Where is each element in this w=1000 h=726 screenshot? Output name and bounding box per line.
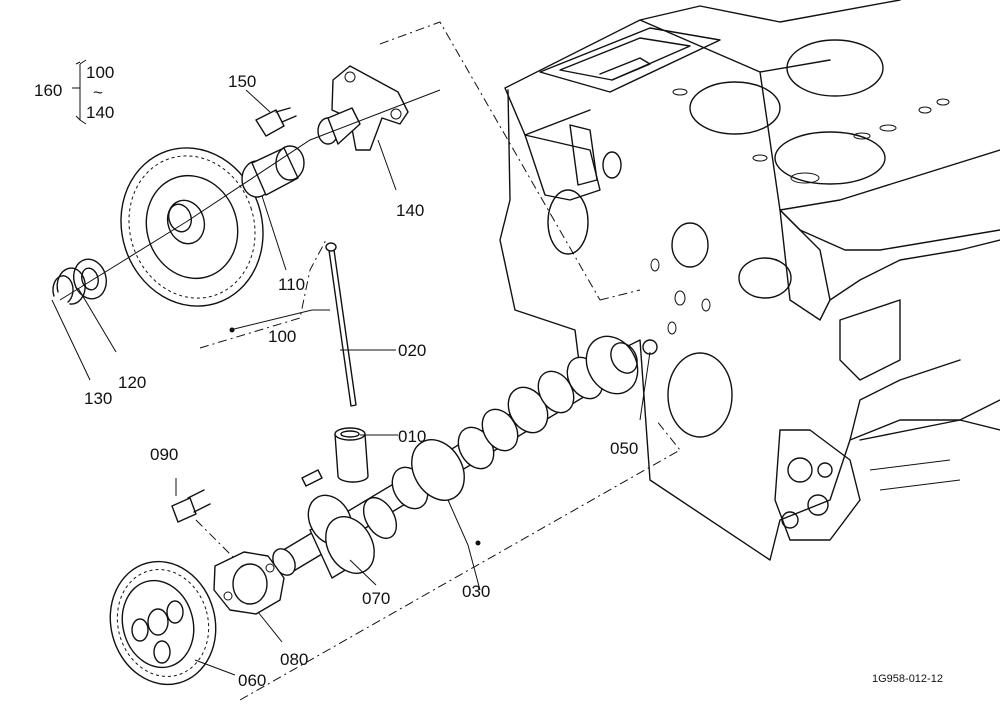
cam-gear	[109, 560, 217, 686]
label-050: 050	[610, 439, 638, 458]
label-060: 060	[238, 671, 266, 690]
steel-ball	[642, 339, 658, 355]
label-100: 100	[268, 327, 296, 346]
idler-gear	[120, 147, 264, 307]
washer-120	[73, 258, 107, 300]
push-rod	[325, 242, 357, 407]
label-130: 130	[84, 389, 112, 408]
engine-block	[499, 0, 1000, 561]
cam-gear-assembly	[109, 489, 285, 686]
camshaft	[272, 335, 639, 579]
label-140: 140	[396, 201, 424, 220]
label-assembly-160: 160	[34, 81, 62, 100]
label-030: 030	[462, 582, 490, 601]
label-range-separator: ~	[93, 83, 103, 102]
label-range-end: 140	[86, 103, 114, 122]
idler-shaft	[317, 65, 409, 151]
snap-ring-130	[52, 267, 86, 305]
bolt-090	[171, 489, 211, 523]
label-010: 010	[398, 427, 426, 446]
bushing	[241, 145, 305, 198]
idler-gear-assembly	[52, 65, 441, 307]
camshaft-assembly	[272, 242, 658, 579]
tappet	[334, 427, 369, 483]
label-020: 020	[398, 341, 426, 360]
label-150: 150	[228, 72, 256, 91]
bearing-cover	[213, 551, 285, 615]
part-labels: 160 100 ~ 140 150 140 110 100 120 130 02…	[34, 63, 943, 690]
bolt-150	[255, 107, 297, 137]
label-range-start: 100	[86, 63, 114, 82]
leader-lines	[51, 21, 681, 701]
label-110: 110	[278, 275, 305, 294]
figure-reference-code: 1G958-012-12	[872, 673, 943, 685]
label-080: 080	[280, 650, 308, 669]
label-090: 090	[150, 445, 178, 464]
label-120: 120	[118, 373, 146, 392]
label-070: 070	[362, 589, 390, 608]
key-pin	[301, 469, 323, 487]
